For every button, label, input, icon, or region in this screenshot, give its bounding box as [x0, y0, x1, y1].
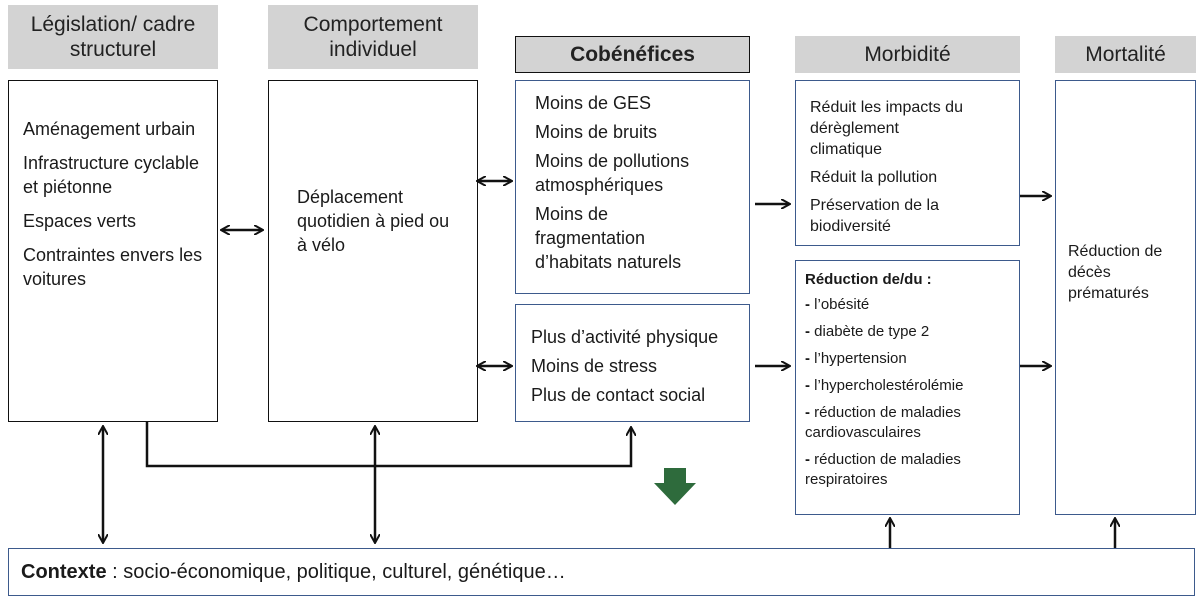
list-item-label: réduction de maladies cardiovasculaires — [805, 404, 961, 441]
morbidity-env-list: Réduit les impacts du dérèglement climat… — [810, 97, 1011, 237]
header-mortality-label: Mortalité — [1085, 43, 1166, 66]
green-down-arrow — [654, 468, 696, 505]
list-item: - l’hypercholestérolémie — [805, 377, 964, 394]
header-cobenefits: Cobénéfices — [515, 36, 750, 73]
header-morbidity: Morbidité — [795, 36, 1020, 73]
arrow-legislation-health — [145, 422, 631, 468]
reduction-title: Réduction de/du : — [805, 271, 932, 288]
cobenefits-env-box: Moins de GES Moins de bruits Moins de po… — [515, 80, 750, 294]
list-item: - l’hypertension — [805, 350, 907, 367]
list-item: Aménagement urbain — [23, 119, 196, 139]
list-item: - diabète de type 2 — [805, 323, 930, 340]
cobenefits-health-list: Plus d’activité physique Moins de stress… — [531, 325, 741, 407]
list-item: Réduit les impacts du dérèglement climat… — [810, 99, 963, 158]
mortality-box: Réduction de décès prématurés — [1055, 80, 1196, 515]
list-item: Moins de pollutions atmosphériques — [535, 151, 690, 195]
behaviour-box: Déplacement quotidien à pied ou à vélo — [268, 80, 478, 422]
list-item-label: diabète de type 2 — [814, 323, 930, 340]
header-legislation-label: Législation/ cadre structurel — [30, 13, 196, 61]
reduction-list: - l’obésité - diabète de type 2 - l’hype… — [805, 295, 1013, 490]
list-item: - l’obésité — [805, 296, 870, 313]
header-behaviour-label: Comportement individuel — [303, 13, 443, 61]
list-item-label: l’hypertension — [814, 350, 907, 367]
list-item: Préservation de la biodiversité — [810, 197, 939, 235]
list-item: Réduit la pollution — [810, 169, 938, 186]
list-item: Infrastructure cyclable et piétonne — [23, 153, 200, 197]
list-item: Espaces verts — [23, 211, 137, 231]
list-item: Plus de contact social — [531, 385, 706, 405]
list-item: Moins de GES — [535, 93, 652, 113]
behaviour-text: Déplacement quotidien à pied ou à vélo — [297, 187, 450, 255]
list-item: - réduction de maladies respiratoires — [805, 451, 961, 488]
morbidity-env-box: Réduit les impacts du dérèglement climat… — [795, 80, 1020, 246]
legislation-box: Aménagement urbain Infrastructure cyclab… — [8, 80, 218, 422]
list-item-label: l’obésité — [814, 296, 870, 313]
list-item-label: réduction de maladies respiratoires — [805, 451, 961, 488]
context-bar: Contexte : socio-économique, politique, … — [8, 548, 1195, 596]
cobenefits-env-list: Moins de GES Moins de bruits Moins de po… — [535, 91, 739, 274]
context-text: : socio-économique, politique, culturel,… — [106, 560, 566, 583]
cobenefits-health-box: Plus d’activité physique Moins de stress… — [515, 304, 750, 422]
list-item-label: l’hypercholestérolémie — [814, 377, 964, 394]
list-item: Moins de bruits — [535, 122, 658, 142]
header-behaviour: Comportement individuel — [268, 5, 478, 69]
list-item: Contraintes envers les voitures — [23, 245, 203, 289]
mortality-text: Réduction de décès prématurés — [1068, 243, 1163, 302]
list-item: Moins de fragmentation d’habitats nature… — [535, 204, 682, 272]
list-item: Plus d’activité physique — [531, 327, 719, 347]
legislation-list: Aménagement urbain Infrastructure cyclab… — [23, 117, 205, 291]
header-cobenefits-label: Cobénéfices — [570, 42, 695, 66]
header-morbidity-label: Morbidité — [864, 43, 951, 66]
list-item: Moins de stress — [531, 356, 658, 376]
header-mortality: Mortalité — [1055, 36, 1196, 73]
header-legislation: Législation/ cadre structurel — [8, 5, 218, 69]
morbidity-reduction-box: Réduction de/du : - l’obésité - diabète … — [795, 260, 1020, 515]
list-item: - réduction de maladies cardiovasculaire… — [805, 404, 961, 441]
context-label: Contexte — [21, 560, 107, 583]
